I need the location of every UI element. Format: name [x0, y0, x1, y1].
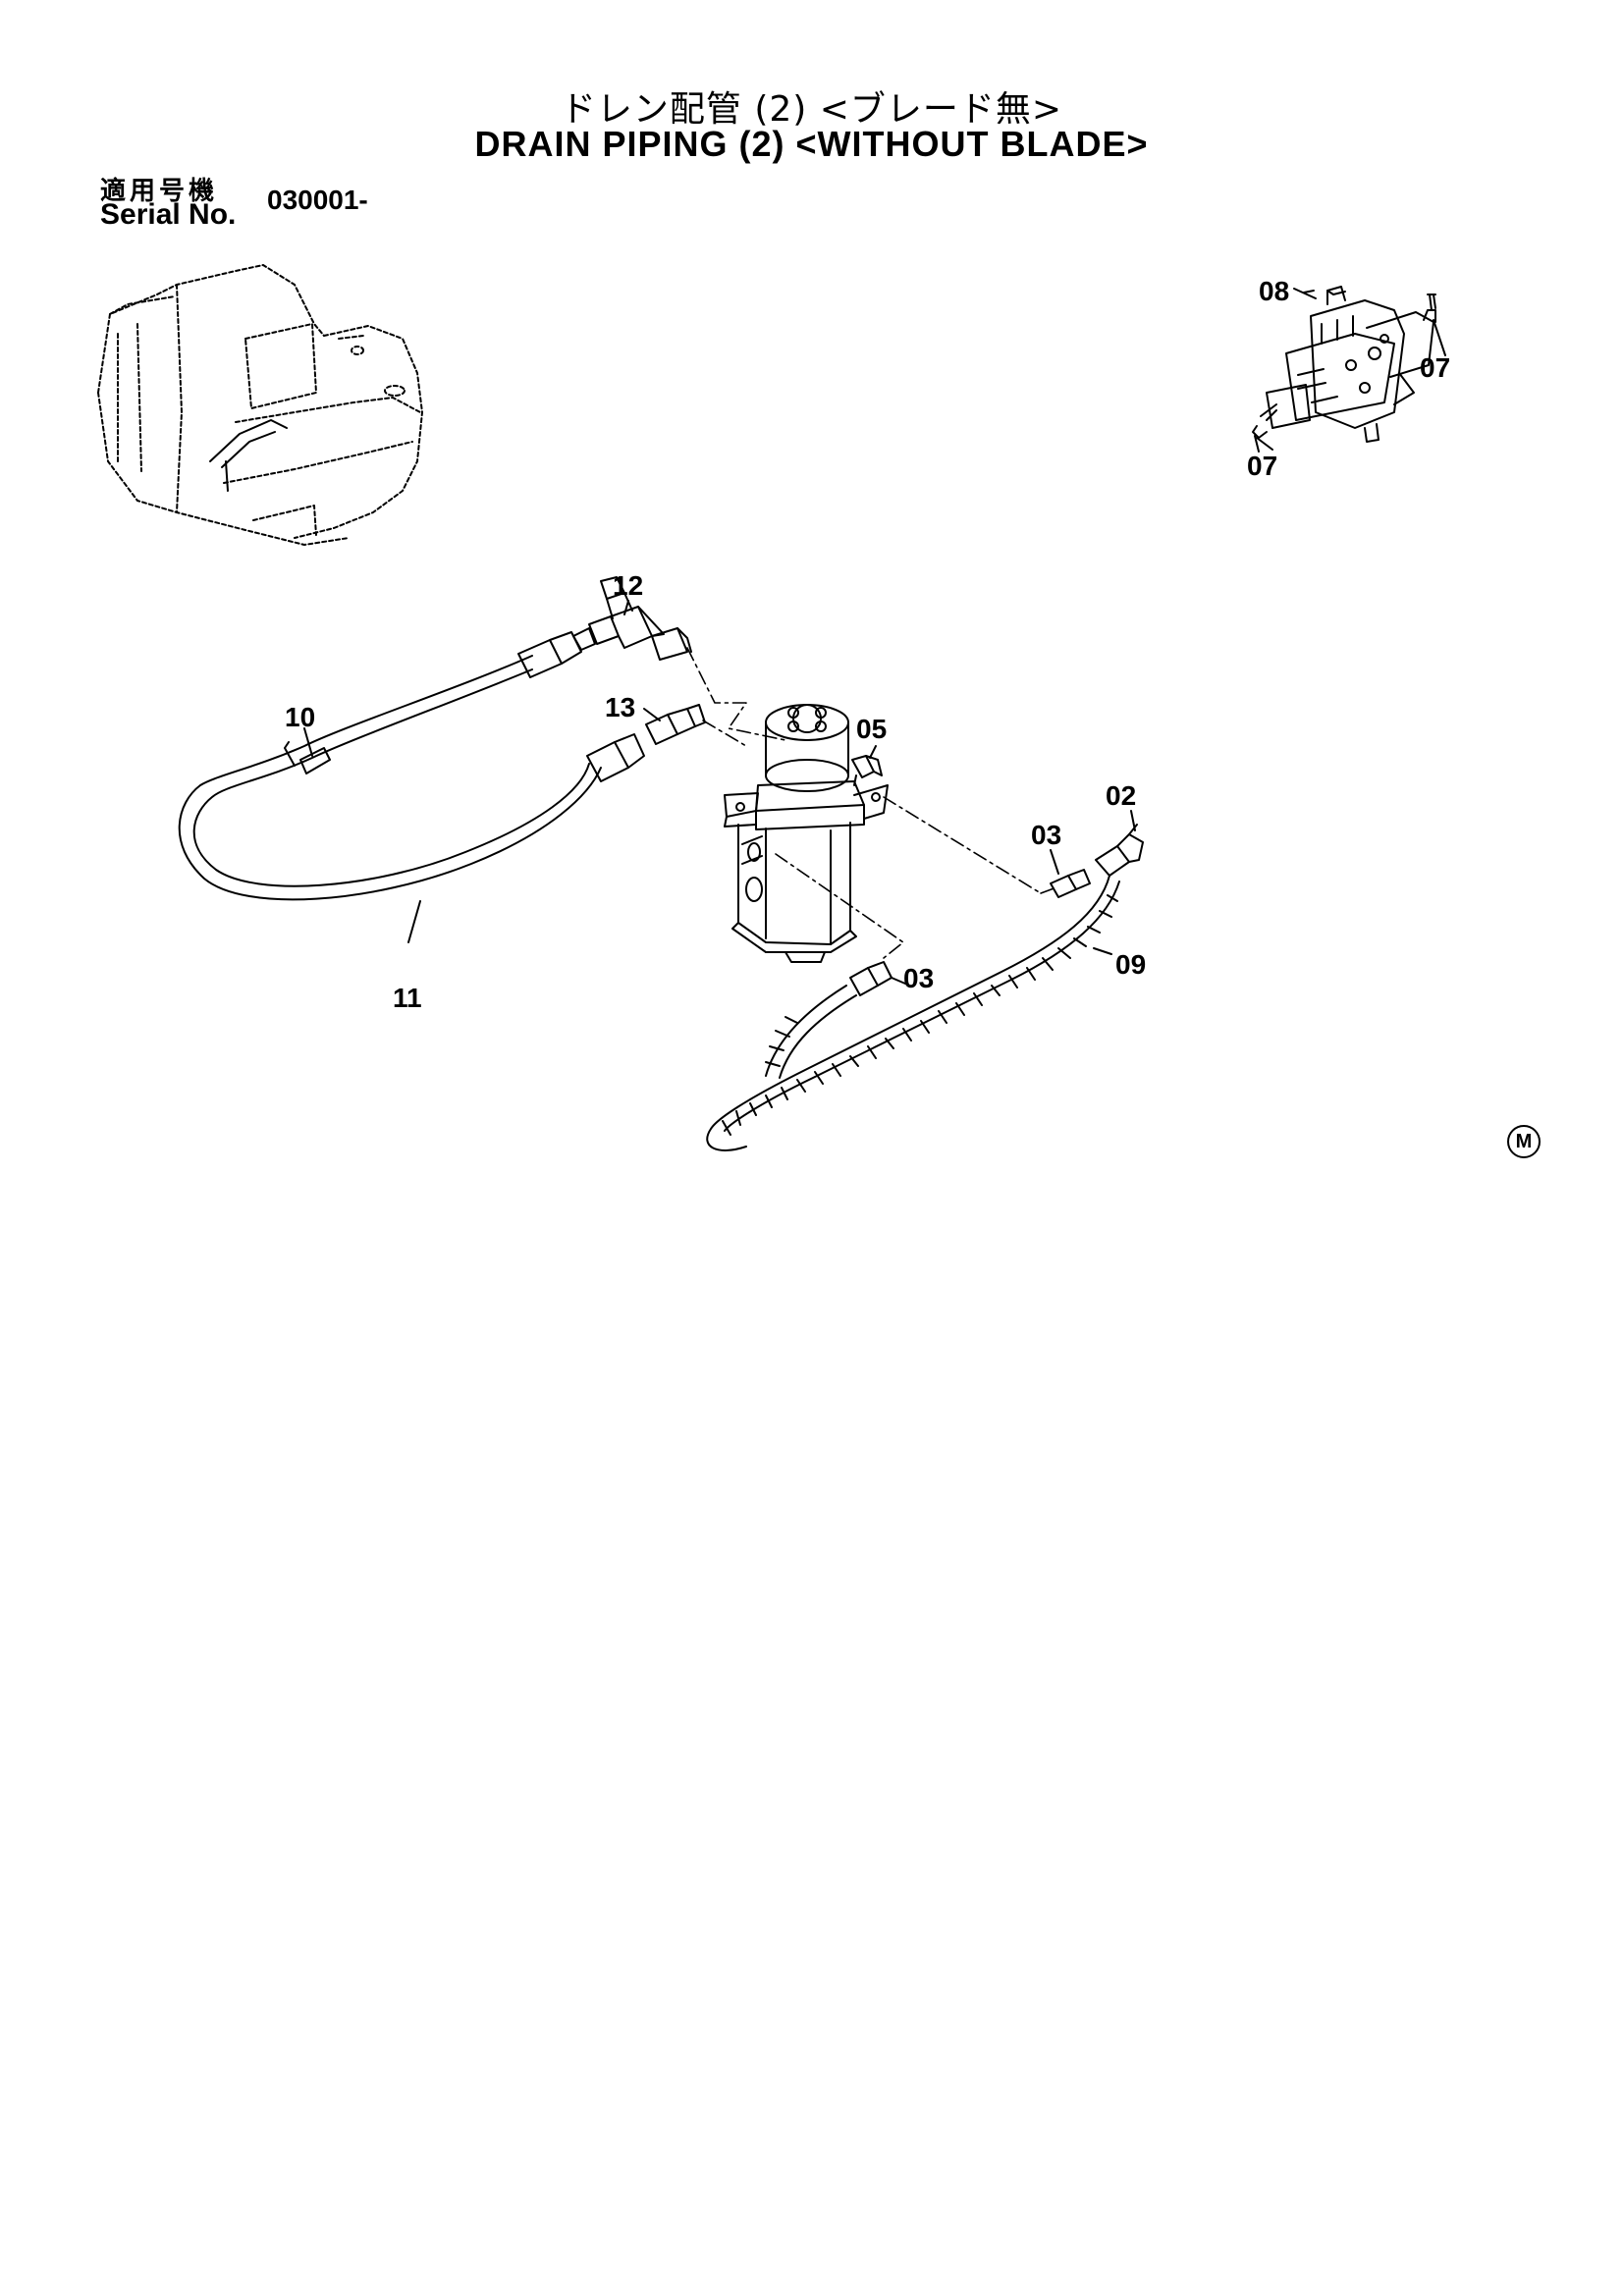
leader-02 — [1130, 810, 1136, 831]
callout-13: 13 — [605, 692, 635, 722]
excavator-overview — [97, 264, 423, 546]
serial-number: 030001- — [267, 185, 368, 215]
elbow-02 — [1095, 824, 1144, 877]
callout-07-right: 07 — [1420, 352, 1450, 383]
protected-hose-09 — [706, 875, 1120, 1151]
leader-07-right — [1433, 319, 1446, 356]
callout-02: 02 — [1106, 780, 1136, 811]
diagram-title-en: DRAIN PIPING (2) <WITHOUT BLADE> — [474, 124, 1149, 164]
assembly-lines — [686, 647, 1057, 959]
callout-10: 10 — [285, 702, 315, 732]
leader-08 — [1293, 288, 1317, 299]
drain-hose-11 — [178, 631, 645, 901]
leader-03-upper — [1050, 849, 1059, 875]
corner-mark: M — [1507, 1125, 1541, 1158]
leader-10 — [303, 727, 313, 757]
adapter-13 — [645, 704, 706, 745]
leader-11 — [407, 900, 421, 943]
adapter-03-lower — [849, 961, 893, 996]
adapter-03-upper — [1050, 869, 1091, 898]
serial-label-en: Serial No. — [100, 198, 237, 231]
serial-label-jp: 適用号機 — [100, 177, 219, 206]
center-joint — [724, 704, 889, 963]
hose-clamp-10 — [284, 741, 331, 774]
bolt-05 — [851, 755, 883, 786]
callout-03-lower: 03 — [903, 963, 934, 993]
leader-09 — [1093, 947, 1112, 955]
cab-drain-hose-highlight — [209, 419, 288, 492]
leader-12 — [623, 600, 629, 615]
callout-09: 09 — [1115, 949, 1146, 980]
control-valve — [1252, 286, 1436, 453]
diagram-title-jp: ドレン配管 (2) <ブレード無> — [560, 89, 1063, 130]
callout-12: 12 — [613, 570, 643, 601]
leader-03-lower — [891, 977, 906, 985]
leader-13 — [643, 708, 661, 721]
callout-11: 11 — [393, 983, 422, 1013]
callout-03-upper: 03 — [1031, 820, 1061, 850]
callout-08: 08 — [1259, 276, 1289, 306]
callout-05: 05 — [856, 714, 887, 744]
leader-07-bottom — [1256, 437, 1273, 451]
callout-07-bottom: 07 — [1247, 451, 1277, 481]
leader-05 — [869, 745, 877, 759]
